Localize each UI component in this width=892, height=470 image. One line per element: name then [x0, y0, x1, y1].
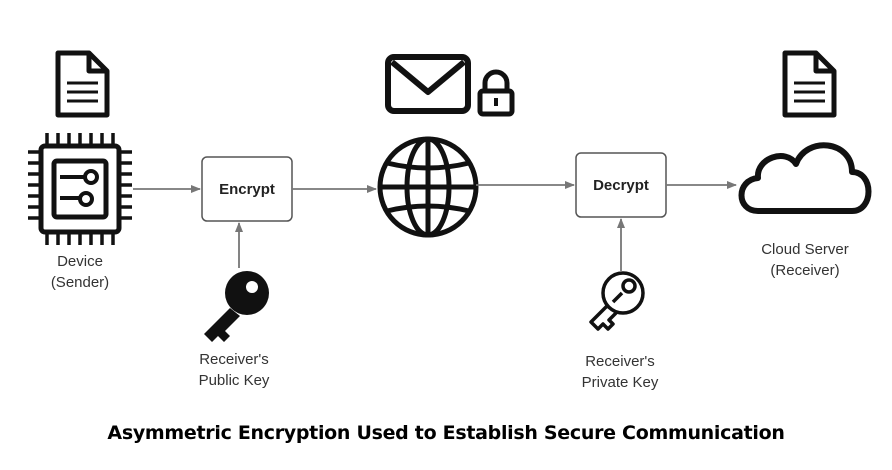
diagram-caption: Asymmetric Encryption Used to Establish …	[107, 422, 785, 444]
lock-icon	[477, 69, 515, 117]
decrypt-label: Decrypt	[593, 176, 649, 194]
receiver-document-icon	[782, 50, 837, 118]
public-key-label: Receiver's Public Key	[174, 349, 294, 391]
private-key-label-line1: Receiver's	[585, 353, 655, 370]
private-key-icon	[589, 271, 645, 331]
sender-label-line2: (Sender)	[50, 274, 110, 291]
public-key-label-line2: Public Key	[198, 372, 270, 389]
public-key-icon	[204, 271, 269, 342]
public-key-label-line1: Receiver's	[199, 351, 269, 368]
private-key-label-line2: Private Key	[581, 374, 659, 391]
chip-icon	[28, 133, 132, 245]
sender-label-line1: Device	[57, 253, 103, 270]
encrypt-label: Encrypt	[219, 180, 275, 198]
private-key-label: Receiver's Private Key	[555, 351, 685, 393]
envelope-icon	[385, 54, 471, 114]
receiver-label-line2: (Receiver)	[770, 262, 840, 279]
receiver-label-line1: Cloud Server	[761, 241, 849, 258]
sender-document-icon	[55, 50, 110, 118]
receiver-label: Cloud Server (Receiver)	[740, 239, 870, 281]
sender-label: Device (Sender)	[30, 251, 130, 293]
cloud-icon	[738, 142, 872, 214]
globe-icon	[377, 136, 479, 238]
